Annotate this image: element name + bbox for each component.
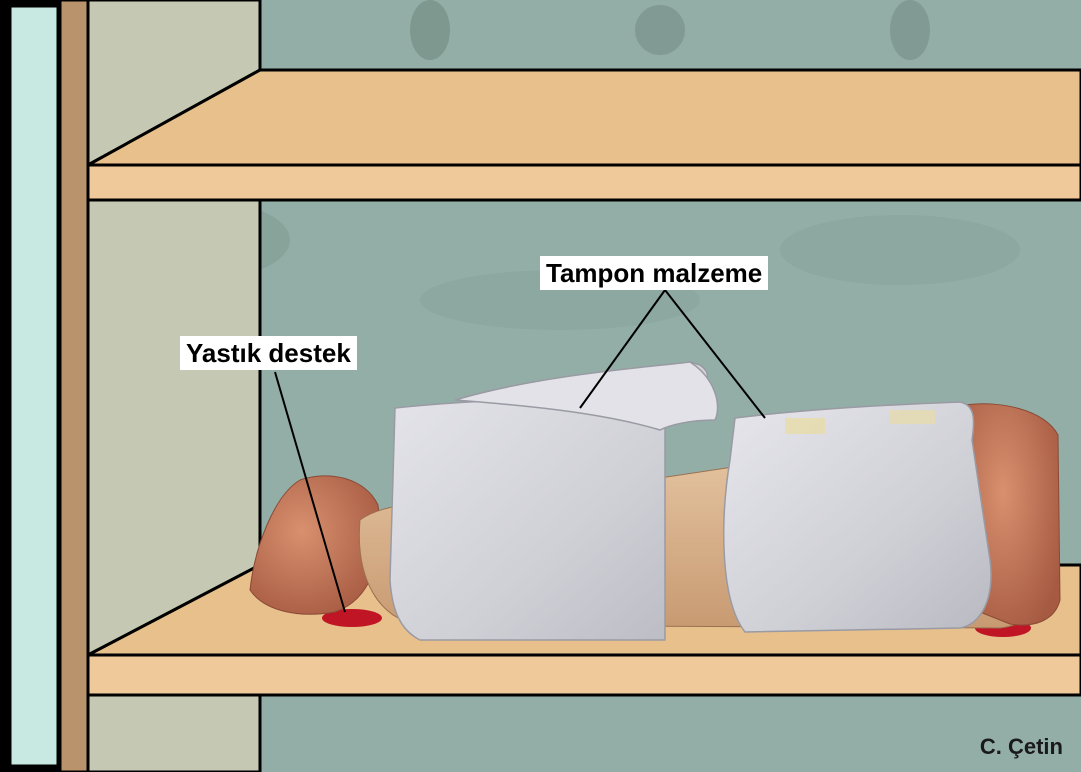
author-credit: C. Çetin bbox=[980, 734, 1063, 760]
upper-shelf-front bbox=[88, 165, 1081, 200]
side-panel-bottom bbox=[88, 695, 260, 772]
shelf-post bbox=[60, 0, 88, 772]
lower-shelf-front bbox=[88, 655, 1081, 695]
buffer-wrap-right bbox=[724, 402, 991, 632]
buffer-material-label: Tampon malzeme bbox=[540, 256, 768, 290]
cushion-support-label: Yastık destek bbox=[180, 336, 357, 370]
upper-shelf-surface bbox=[88, 70, 1081, 165]
left-light-strip bbox=[10, 6, 58, 766]
